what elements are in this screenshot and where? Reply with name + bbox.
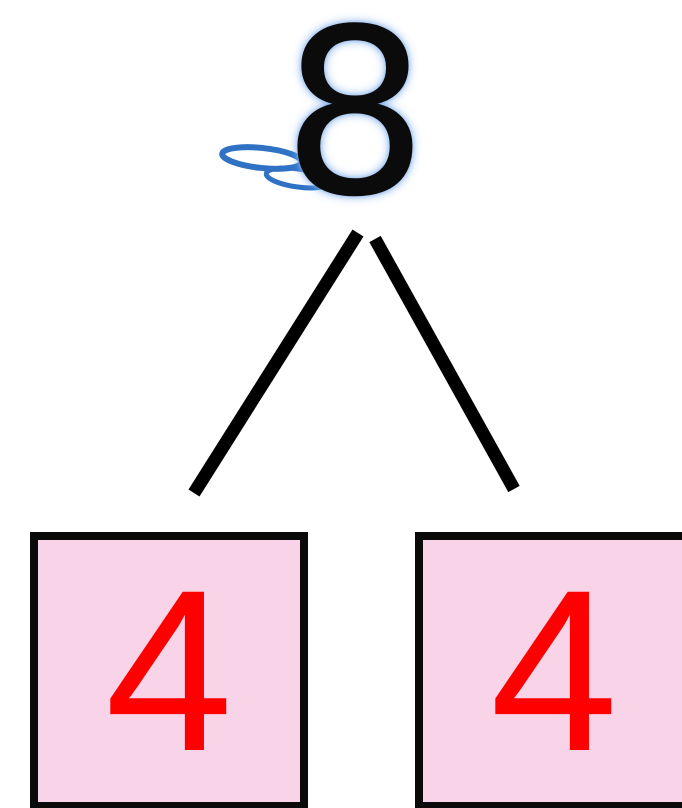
- part-box-left: 4: [30, 532, 308, 808]
- right-branch-line: [375, 239, 514, 489]
- left-branch-line: [194, 233, 358, 493]
- part-box-right: 4: [415, 532, 682, 808]
- part-value-right: 4: [423, 540, 682, 802]
- part-value-left: 4: [38, 540, 300, 802]
